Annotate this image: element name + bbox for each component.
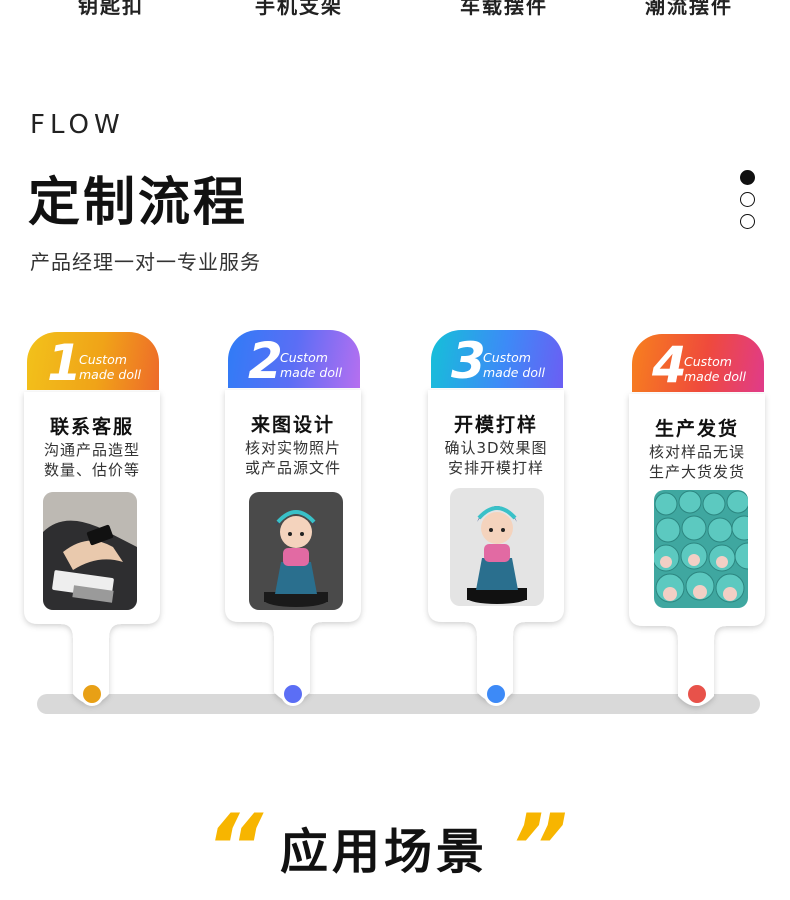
timeline-node-1 (80, 682, 104, 706)
step-title: 开模打样 (453, 414, 538, 436)
business-person-phone-image (43, 492, 137, 610)
section-title: 定制流程 (28, 173, 249, 233)
timeline-track (37, 694, 760, 714)
timeline-node-2 (281, 682, 305, 706)
bottom-heading-title: 应用场景 (280, 824, 489, 880)
section-eyebrow: FLOW (30, 110, 125, 140)
pager-dot-3[interactable] (740, 214, 755, 229)
step-title: 生产发货 (654, 418, 739, 440)
nav-item-trend-ornament[interactable]: 潮流摆件 (645, 0, 733, 18)
timeline-node-3 (484, 682, 508, 706)
nav-item-keychain[interactable]: 钥匙扣 (78, 0, 144, 18)
step-title: 来图设计 (250, 414, 335, 436)
step-number: 1 (47, 334, 82, 390)
doll-figure-image (249, 492, 343, 610)
step-title: 联系客服 (49, 416, 134, 438)
mass-production-image (654, 490, 748, 608)
section-subtitle: 产品经理一对一专业服务 (30, 250, 261, 274)
nav-item-car-ornament[interactable]: 车载摆件 (460, 0, 548, 18)
step-description: 沟通产品造型数量、估价等 (43, 441, 140, 479)
bottom-heading-close-quote: ” (510, 795, 568, 900)
step-description: 核对实物照片或产品源文件 (244, 439, 341, 477)
doll-sample-image (450, 488, 544, 606)
pager-dot-1[interactable] (740, 170, 755, 185)
step-number: 3 (451, 332, 486, 388)
nav-item-phone-holder[interactable]: 手机支架 (255, 0, 343, 18)
step-number: 2 (248, 332, 283, 388)
pager-dot-2[interactable] (740, 192, 755, 207)
timeline-node-4 (685, 682, 709, 706)
step-description: 确认3D效果图安排开模打样 (444, 439, 548, 477)
step-description: 核对样品无误生产大货发货 (648, 443, 745, 481)
step-number: 4 (652, 336, 687, 392)
bottom-heading-open-quote: “ (205, 795, 263, 900)
